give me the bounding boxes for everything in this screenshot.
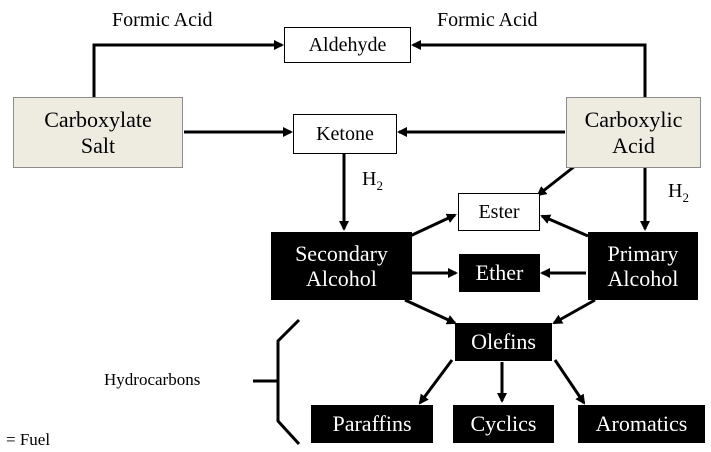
carboxylic-acid-line2: Acid xyxy=(612,132,655,158)
arrow-acid-to-aldehyde xyxy=(411,40,647,97)
carboxylate-salt-line2: Salt xyxy=(80,132,116,158)
formic-acid-right-label: Formic Acid xyxy=(437,9,538,31)
node-ketone: Ketone xyxy=(293,114,397,154)
arrow-olefins-to-paraffins xyxy=(418,359,454,405)
node-aromatics: Aromatics xyxy=(578,405,705,443)
h2-label-ketone: H2 xyxy=(362,168,383,193)
arrow-acid-to-ester xyxy=(536,164,576,197)
node-ether: Ether xyxy=(459,254,540,292)
legend-fuel-label: = Fuel xyxy=(6,430,51,449)
arrow-olefins-to-aromatics xyxy=(553,359,586,405)
arrow-primary-alcohol-to-olefins xyxy=(552,298,596,325)
arrow-secondary-alcohol-to-olefins xyxy=(404,298,457,325)
node-aldehyde: Aldehyde xyxy=(284,27,411,63)
node-carboxylate-salt: Carboxylate Salt xyxy=(13,97,183,168)
node-primary-alcohol: Primary Alcohol xyxy=(588,232,698,300)
arrow-salt-to-aldehyde xyxy=(92,40,284,97)
primary-alcohol-line1: Primary xyxy=(607,240,679,266)
hydrocarbons-bracket xyxy=(276,318,301,446)
secondary-alcohol-line2: Alcohol xyxy=(306,266,377,291)
arrow-secondary-alcohol-to-ester xyxy=(409,213,457,238)
node-carboxylic-acid: Carboxylic Acid xyxy=(566,97,701,168)
hydrocarbons-label: Hydrocarbons xyxy=(104,370,201,389)
node-cyclics: Cyclics xyxy=(453,405,554,443)
arrow-primary-alcohol-to-ester xyxy=(540,214,589,238)
primary-alcohol-line2: Alcohol xyxy=(607,266,679,291)
carboxylate-salt-line1: Carboxylate xyxy=(44,107,152,133)
node-secondary-alcohol: Secondary Alcohol xyxy=(271,232,412,300)
h2-label-acid: H2 xyxy=(668,180,689,205)
formic-acid-left-label: Formic Acid xyxy=(112,9,213,31)
node-paraffins: Paraffins xyxy=(311,405,433,443)
secondary-alcohol-line1: Secondary xyxy=(295,240,388,266)
node-ester: Ester xyxy=(458,193,540,231)
carboxylic-acid-line1: Carboxylic xyxy=(584,107,683,133)
node-olefins: Olefins xyxy=(455,323,552,361)
